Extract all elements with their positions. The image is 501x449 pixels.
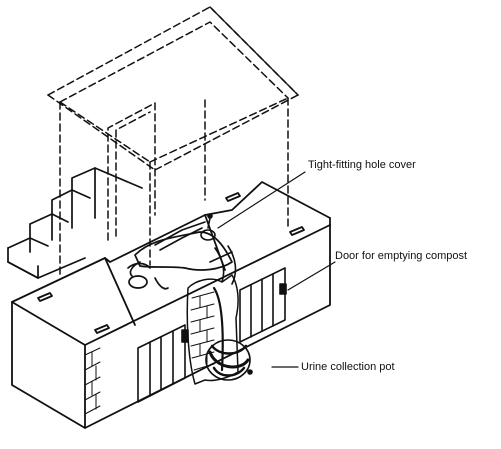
brick-texture-left — [84, 347, 101, 415]
hole-cover-label: Tight-fitting hole cover — [308, 159, 416, 171]
vault-block — [11, 181, 331, 429]
hole-cover-handle — [129, 213, 216, 277]
vault-door-left — [137, 324, 189, 403]
superstructure-outline — [47, 6, 299, 279]
urine-pot — [205, 339, 253, 381]
vault-door-right — [239, 267, 287, 343]
vent-pipe — [209, 245, 237, 285]
door-label: Door for emptying compost — [335, 250, 468, 262]
squatting-slab — [127, 231, 233, 290]
leader-lines — [217, 171, 336, 368]
urine-pot-label: Urine collection pot — [301, 361, 395, 373]
steps — [7, 167, 143, 279]
